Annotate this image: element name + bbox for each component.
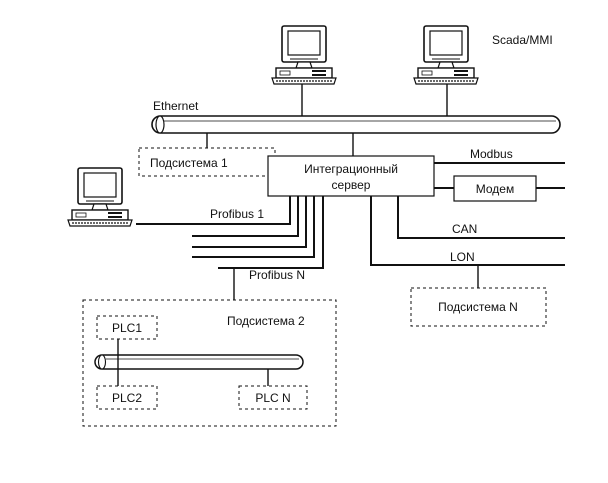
scada-computer-2-icon bbox=[413, 25, 479, 85]
modbus-label: Modbus bbox=[470, 147, 513, 161]
subsystem-2-label: Подсистема 2 bbox=[227, 314, 305, 328]
integration-server-box bbox=[267, 155, 435, 197]
plcn-label: PLC N bbox=[255, 391, 290, 405]
ethernet-bus-icon bbox=[151, 115, 561, 134]
can-label: CAN bbox=[452, 222, 477, 236]
plcn-box bbox=[238, 385, 308, 410]
server-label-line2: сервер bbox=[332, 178, 371, 192]
plc2-label: PLC2 bbox=[112, 391, 142, 405]
lon-label: LON bbox=[450, 250, 475, 264]
ethernet-label: Ethernet bbox=[153, 99, 199, 113]
scada-mmi-label: Scada/MMI bbox=[492, 33, 553, 47]
modem-label: Модем bbox=[476, 182, 514, 196]
scada-computer-1-icon bbox=[271, 25, 337, 85]
field-bus-icon bbox=[94, 354, 304, 370]
plc2-box bbox=[96, 385, 158, 410]
server-label-line1: Интеграционный bbox=[304, 162, 398, 176]
modem-box bbox=[453, 175, 537, 202]
subsystem-n-label: Подсистема N bbox=[438, 300, 518, 314]
profibus-n-label: Profibus N bbox=[249, 268, 305, 282]
workstation-computer-icon bbox=[67, 167, 133, 227]
subsystem-n-box bbox=[410, 287, 547, 327]
plc1-label: PLC1 bbox=[112, 321, 142, 335]
profibus-1-label: Profibus 1 bbox=[210, 207, 264, 221]
subsystem-2-box bbox=[82, 299, 337, 427]
subsystem-1-label: Подсистема 1 bbox=[150, 156, 228, 170]
plc1-box bbox=[96, 315, 158, 340]
